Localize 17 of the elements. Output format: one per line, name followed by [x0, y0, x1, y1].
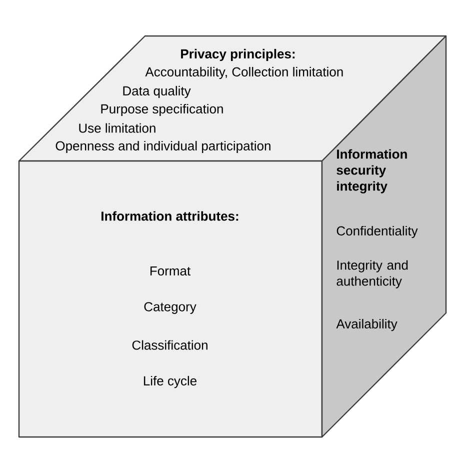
list-item: Use limitation	[79, 123, 156, 133]
list-item: Classification	[132, 340, 208, 350]
top-face	[18, 35, 447, 162]
list-item: Purpose specification	[101, 104, 223, 116]
list-item: Data quality	[123, 86, 191, 98]
heading: Information attributes:	[102, 211, 238, 221]
list-item: Category	[144, 302, 196, 314]
list-item: Confidentiality	[336, 226, 418, 238]
list-item: Openness and individual participation	[56, 140, 270, 154]
list-item: Accountability, Collection limitation	[145, 66, 343, 80]
list-item: Format	[150, 266, 190, 276]
front-face	[18, 160, 323, 438]
list-item: Integrity and authenticity	[336, 260, 408, 288]
heading: Privacy principles:	[181, 48, 295, 62]
heading: Information security integrity	[336, 149, 407, 194]
list-item: Availability	[336, 318, 398, 332]
list-item: Life cycle	[144, 376, 196, 388]
